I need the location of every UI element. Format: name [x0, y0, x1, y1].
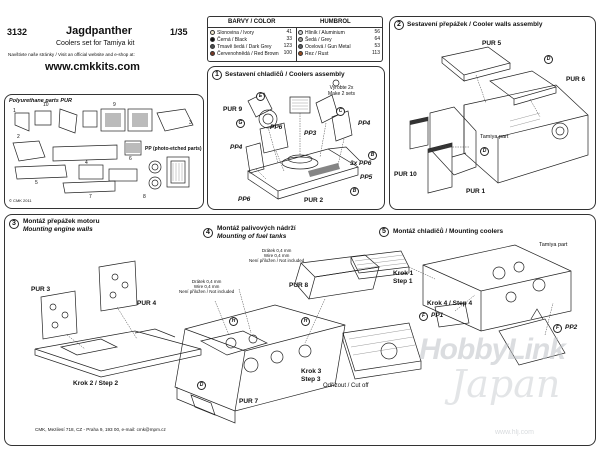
- pur-title: Polyurethane parts PUR: [9, 98, 72, 104]
- label-pur7: PUR 7: [239, 398, 259, 405]
- color-ref-e: E: [256, 92, 265, 101]
- color-ref-f-2: F: [553, 324, 562, 333]
- color-ref-c: C: [336, 107, 345, 116]
- step3-title-en: Mounting engine walls: [23, 226, 93, 233]
- label-pur3: PUR 3: [31, 286, 51, 293]
- part-num-9: 9: [113, 102, 116, 108]
- parts-box: Polyurethane parts PUR PP (photo-etched …: [4, 94, 204, 209]
- label-pur5: PUR 5: [482, 40, 502, 47]
- color-ref-g: G: [236, 119, 245, 128]
- watermark-japan: Japan: [451, 362, 561, 406]
- label-pur2: PUR 2: [304, 197, 324, 204]
- watermark-url: www.hlj.com: [495, 429, 534, 436]
- part-num-1: 1: [13, 108, 16, 114]
- step1-panel: 1 Sestavení chladičů / Coolers assembly …: [207, 66, 385, 210]
- step1-number: 1: [212, 70, 222, 80]
- kit-scale: 1/35: [170, 27, 188, 37]
- color-ref-d-1: D: [544, 55, 553, 64]
- color-ref-f-1: F: [419, 312, 428, 321]
- part-num-6: 6: [129, 156, 132, 162]
- kit-name: Jagdpanther: [66, 25, 133, 37]
- color-ref-h-2: H: [301, 317, 310, 326]
- label-pp2: PP2: [565, 324, 578, 331]
- color-ref-d-3: D: [197, 381, 206, 390]
- label-pp3: PP3: [304, 130, 317, 137]
- cooler-walls-drawing: [409, 46, 589, 194]
- watermark-hobbylink: HobbyLink: [419, 333, 566, 366]
- part-num-8: 8: [143, 194, 146, 200]
- label-tamiya-part-2: Tamiya part: [539, 242, 568, 248]
- label-pp5: PP5: [360, 174, 373, 181]
- step4-title-en: Mounting of fuel tanks: [217, 233, 287, 240]
- part-num-4: 4: [85, 160, 88, 166]
- part-num-7: 7: [89, 194, 92, 200]
- label-pur1: PUR 1: [466, 188, 486, 195]
- step4-number: 4: [203, 228, 213, 238]
- coolers-assembly-drawing: [245, 79, 361, 200]
- label-pur9: PUR 9: [223, 106, 243, 113]
- label-pur10: PUR 10: [394, 171, 417, 178]
- label-tamiya-part: Tamiya part: [480, 134, 509, 140]
- step1-title: Sestavení chladičů / Coolers assembly: [225, 71, 345, 78]
- pe-title: PP (photo-etched parts): [145, 146, 202, 152]
- label-pur4: PUR 4: [137, 300, 157, 307]
- part-num-3: 3: [189, 120, 192, 126]
- step2-title: Sestavení přepážek / Cooler walls assemb…: [407, 21, 543, 28]
- label-krok1: Krok 1: [393, 270, 414, 277]
- footer-address: CMK, Mezilesí 718, CZ - Praha 9, 193 00,…: [35, 427, 166, 432]
- part-num-2: 2: [17, 134, 20, 140]
- label-krok2: Krok 2 / Step 2: [73, 380, 119, 387]
- label-pp6-top: PP6: [270, 124, 283, 131]
- copyright: © CMK 2011: [9, 198, 32, 203]
- step2-number: 2: [394, 20, 404, 30]
- visit-text: Navštivte naše stránky / Visit an offici…: [8, 52, 135, 57]
- kit-code: 3132: [7, 27, 28, 37]
- humbrol-title: HUMBROL: [320, 19, 351, 25]
- label-step1: Step 1: [393, 278, 413, 285]
- color-title: BARVY / COLOR: [228, 19, 276, 25]
- label-krok4: Krok 4 / Step 4: [427, 300, 473, 307]
- color-ref-d-2: D: [480, 147, 489, 156]
- kit-subtitle: Coolers set for Tamiya kit: [56, 40, 135, 47]
- step5-number: 5: [379, 227, 389, 237]
- label-step3: Step 3: [301, 376, 321, 383]
- label-pp4-left: PP4: [230, 144, 243, 151]
- label-pp1: PP1: [431, 312, 444, 319]
- step4-title-cz: Montáž palivových nádrží: [217, 225, 296, 232]
- label-cut-off: Odřízout / Cut off: [323, 383, 369, 389]
- color-ref-b-1: B: [368, 151, 377, 160]
- step3-number: 3: [9, 219, 19, 229]
- color-ref-h-1: H: [229, 317, 238, 326]
- part-num-5: 5: [35, 180, 38, 186]
- label-pur6: PUR 6: [566, 76, 586, 83]
- label-pp6-bottom: PP6: [238, 196, 251, 203]
- parts-sprue-drawing: [12, 108, 194, 194]
- label-3x-pp6: 3x PP6: [350, 160, 372, 167]
- mounting-panel: 3 Montáž přepážek motoru Mounting engine…: [4, 214, 596, 446]
- label-krok3: Krok 3: [301, 368, 322, 375]
- label-pp4-right: PP4: [358, 120, 371, 127]
- step3-title-cz: Montáž přepážek motoru: [23, 218, 100, 225]
- part-num-10: 10: [43, 102, 49, 108]
- mounting-drawing: [34, 244, 572, 424]
- website-link[interactable]: www.cmkkits.com: [45, 61, 140, 73]
- color-ref-b-2: B: [350, 187, 359, 196]
- step2-panel: 2 Sestavení přepážek / Cooler walls asse…: [389, 16, 596, 210]
- step5-title: Montáž chladičů / Mounting coolers: [393, 228, 504, 235]
- label-pur8: PUR 8: [289, 282, 309, 289]
